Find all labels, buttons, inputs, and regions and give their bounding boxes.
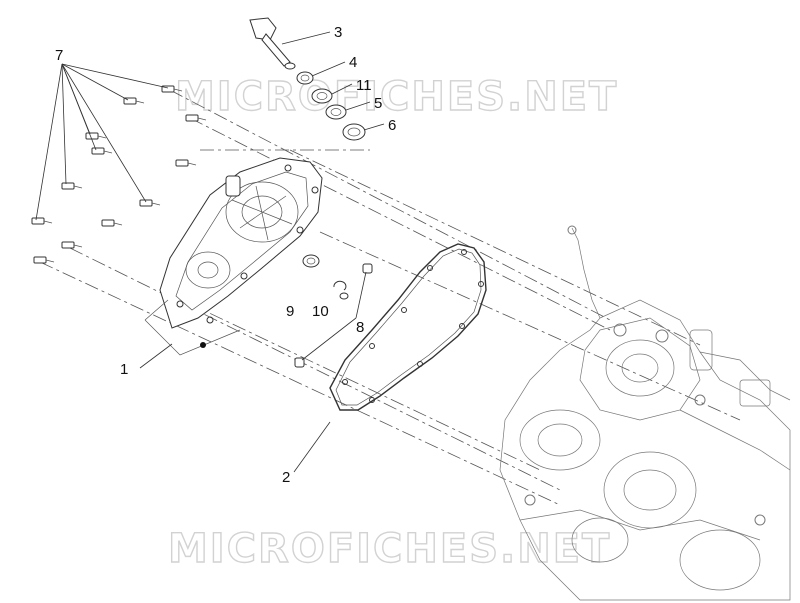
bolt-set-7	[31, 85, 207, 264]
part-5-washer	[325, 104, 347, 120]
watermark-top: MICROFICHES.NET	[175, 74, 618, 120]
engine-assembly	[499, 225, 791, 601]
callout-6: 6	[388, 117, 396, 134]
callout-11: 11	[356, 77, 372, 94]
callout-4: 4	[349, 54, 357, 71]
part-2-gasket	[329, 243, 487, 411]
part-1-cover	[144, 157, 323, 356]
callout-2: 2	[282, 469, 290, 486]
part-3-plug	[249, 17, 296, 70]
part-8-dowels	[294, 263, 373, 368]
part-10-circlip	[333, 280, 349, 300]
callouts: 3 4 11 5 6 7 1 9 10 8 2	[55, 24, 396, 486]
callout-5: 5	[374, 95, 382, 112]
callout-9: 9	[286, 303, 294, 320]
part-9-seal	[302, 254, 320, 268]
callout-7: 7	[55, 47, 63, 64]
callout-3: 3	[334, 24, 342, 41]
callout-8: 8	[356, 319, 364, 336]
part-11-seal	[311, 88, 333, 104]
leader-lines	[35, 31, 385, 473]
part-4-o-ring	[296, 71, 314, 85]
assembly-lines	[39, 89, 741, 506]
watermark-bottom: MICROFICHES.NET	[168, 526, 611, 572]
part-6-seal	[342, 123, 366, 141]
callout-1: 1	[120, 361, 128, 378]
callout-10: 10	[312, 303, 329, 320]
